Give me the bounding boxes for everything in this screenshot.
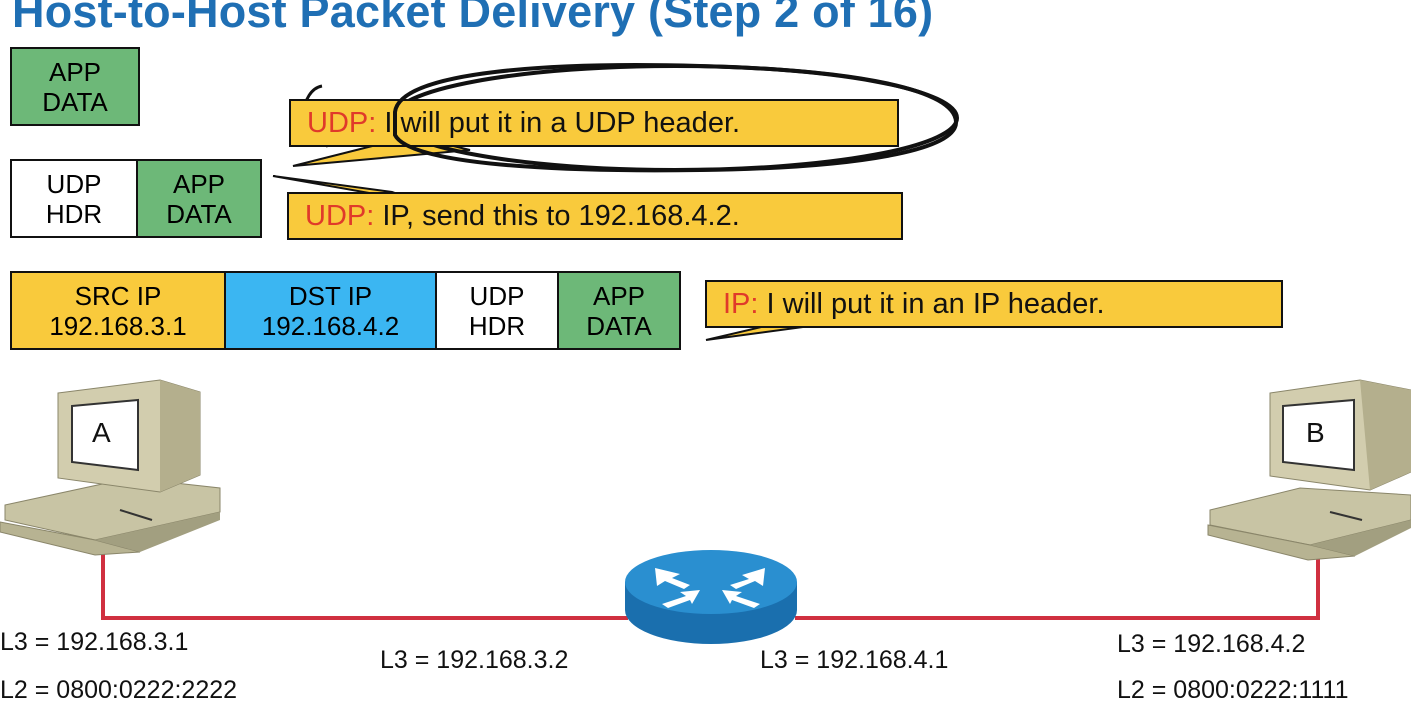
link-router-host-b	[795, 552, 1320, 620]
host-b-l2-address: L2 = 0800:0222:1111	[1117, 676, 1349, 704]
udp-segment: UDP HDR APP DATA	[10, 159, 262, 238]
udp-app-data-line2: DATA	[166, 198, 232, 229]
udp-app-data-cell: APP DATA	[136, 159, 262, 238]
host-b-label: B	[1306, 417, 1325, 448]
ip-udp-header-cell: UDP HDR	[435, 271, 557, 350]
app-data-line1: APP	[48, 56, 102, 87]
bubble-ip-header: IP: I will put it in an IP header.	[705, 280, 1283, 328]
app-data-line2: DATA	[42, 86, 108, 117]
dst-ip-cell: DST IP 192.168.4.2	[224, 271, 435, 350]
host-b-computer-icon	[1207, 379, 1411, 561]
dst-ip-line1: DST IP	[288, 280, 373, 311]
host-b-l3-address: L3 = 192.168.4.2	[1117, 630, 1306, 658]
link-host-a-router	[101, 552, 628, 620]
src-ip-line1: SRC IP	[74, 280, 162, 311]
router-icon	[625, 550, 797, 644]
udp-app-data-line1: APP	[172, 168, 226, 199]
bubble-udp-send-layer: UDP:	[305, 199, 375, 232]
host-a-computer-icon	[0, 379, 221, 556]
ip-udp-header-line1: UDP	[469, 280, 525, 311]
annotation-ellipse-top	[393, 63, 959, 173]
bubble-ip-header-text: I will put it in an IP header.	[758, 287, 1105, 320]
src-ip-line2: 192.168.3.1	[49, 310, 187, 341]
app-data-box: APP DATA	[10, 47, 140, 126]
router-left-l3-address: L3 = 192.168.3.2	[380, 646, 569, 674]
ip-app-data-line2: DATA	[586, 310, 652, 341]
bubble-ip-header-layer: IP:	[723, 287, 759, 320]
host-a-label: A	[92, 417, 111, 448]
router-right-l3-address: L3 = 192.168.4.1	[760, 646, 949, 674]
bubble-udp-header-layer: UDP:	[307, 106, 377, 139]
ip-udp-header-line2: HDR	[468, 310, 526, 341]
ip-packet: SRC IP 192.168.3.1 DST IP 192.168.4.2 UD…	[10, 271, 681, 350]
dst-ip-line2: 192.168.4.2	[261, 310, 400, 341]
host-a-l3-address: L3 = 192.168.3.1	[0, 628, 189, 656]
bubble-udp-header: UDP: I will put it in a UDP header.	[289, 99, 899, 147]
udp-header-line2: HDR	[45, 198, 103, 229]
bubble-udp-header-text: I will put it in a UDP header.	[376, 106, 741, 139]
ip-app-data-line1: APP	[592, 280, 646, 311]
bubble-udp-send-text: IP, send this to 192.168.4.2.	[374, 199, 740, 232]
host-a-l2-address: L2 = 0800:0222:2222	[0, 676, 238, 704]
src-ip-cell: SRC IP 192.168.3.1	[10, 271, 224, 350]
page-title: Host-to-Host Packet Delivery (Step 2 of …	[12, 0, 934, 37]
udp-header-line1: UDP	[46, 168, 102, 199]
ip-app-data-cell: APP DATA	[557, 271, 681, 350]
udp-header-cell: UDP HDR	[10, 159, 136, 238]
bubble-udp-send: UDP: IP, send this to 192.168.4.2.	[287, 192, 903, 240]
